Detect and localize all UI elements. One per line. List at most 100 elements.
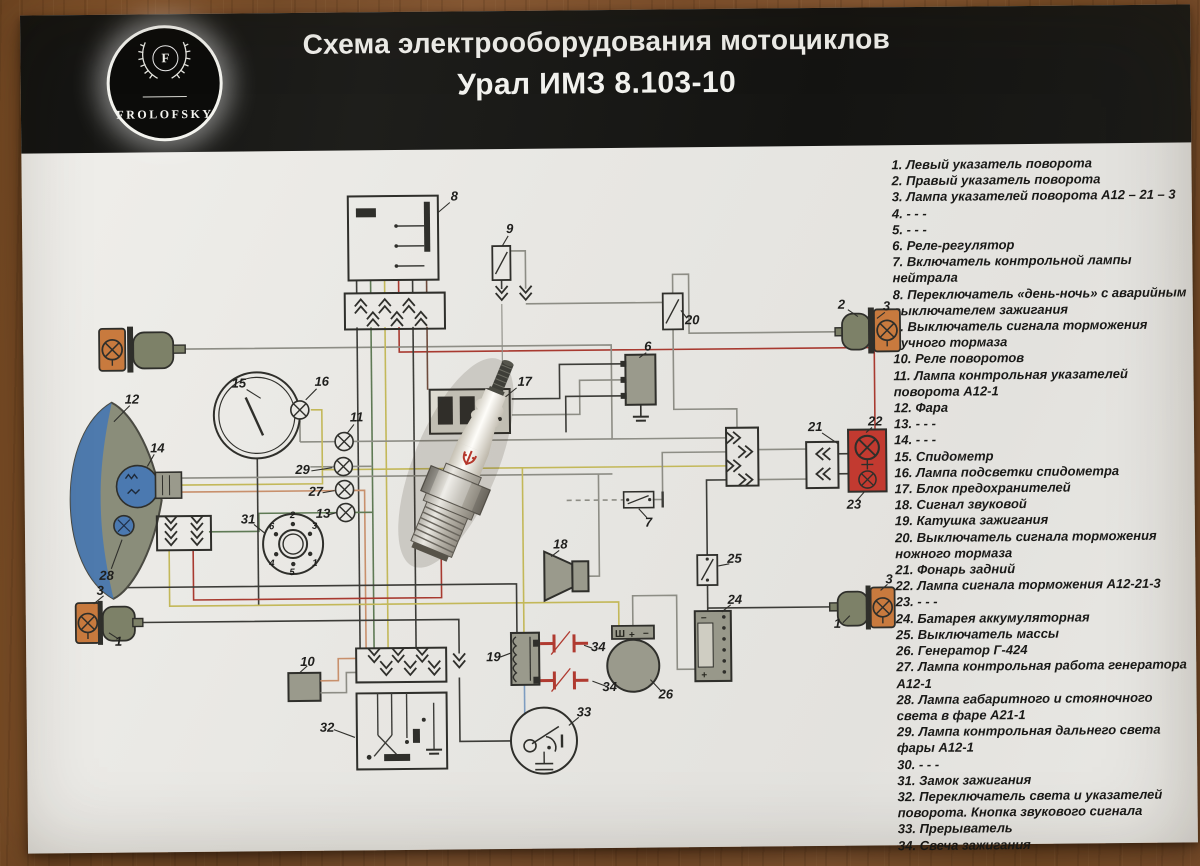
spark-plug-photo — [398, 358, 514, 568]
label-8: 8 — [451, 188, 459, 203]
wiring-diagram: Ш + − − + — [69, 188, 902, 775]
relay-regulator — [620, 353, 657, 422]
label-17: 17 — [517, 374, 532, 389]
label-3-rear-right: 3 — [885, 571, 893, 586]
battery: − + — [693, 609, 733, 683]
connector-block-center — [724, 426, 760, 487]
wire-harness — [123, 249, 876, 743]
label-32: 32 — [320, 720, 335, 735]
neutral-lamp-switch — [622, 490, 655, 509]
connector-block-headlight — [155, 514, 213, 552]
connector-block-rear — [805, 440, 840, 490]
brand-logo: F FROLOFSKY — [106, 24, 224, 142]
label-3-rear-left: 3 — [96, 583, 104, 598]
legend-item: 7. Включатель контрольной лампы нейтрала — [892, 252, 1132, 286]
light-switch-box — [355, 691, 449, 771]
label-31: 31 — [241, 511, 256, 526]
rear-lamp-unit — [847, 428, 888, 493]
ignition-terminal-4: 4 — [268, 558, 275, 569]
ignition-coil — [509, 631, 541, 686]
label-29: 29 — [294, 462, 310, 477]
label-16: 16 — [314, 374, 329, 389]
headlight-bulb — [115, 464, 160, 509]
spark-plug-logo — [462, 450, 478, 466]
legend-item: 28. Лампа габаритного и стояночного свет… — [896, 689, 1153, 724]
ignition-terminal-1: 1 — [312, 558, 317, 569]
logo-brand-text: FROLOFSKY — [116, 106, 214, 122]
ignition-terminal-2: 2 — [289, 510, 296, 521]
battery-minus: − — [701, 613, 707, 624]
label-leaders — [93, 202, 888, 738]
legend-item: 11. Лампа контрольная указателей поворот… — [893, 365, 1128, 400]
legend-item: 29. Лампа контрольная дальнего света фар… — [896, 721, 1161, 756]
label-19: 19 — [486, 649, 501, 664]
label-24: 24 — [727, 592, 743, 607]
label-26: 26 — [657, 686, 673, 701]
battery-plus: + — [701, 670, 707, 681]
day-night-switch — [346, 194, 440, 282]
label-13: 13 — [316, 506, 331, 521]
label-9: 9 — [506, 221, 514, 236]
poster-title: Схема электрооборудования мотоциклов Ура… — [216, 22, 977, 104]
speedometer-gauge — [212, 371, 310, 460]
label-28: 28 — [98, 568, 114, 583]
label-27: 27 — [308, 484, 324, 499]
generator-terminal-minus: − — [643, 629, 649, 640]
label-34-bottom: 34 — [602, 679, 617, 694]
label-1-rear-right: 1 — [834, 616, 841, 631]
label-11: 11 — [350, 409, 364, 424]
headlight — [69, 401, 183, 600]
logo-initial: F — [152, 45, 179, 72]
hand-brake-stop-switch — [491, 245, 533, 301]
connector-block-top — [343, 291, 447, 331]
generator-terminal-sh: Ш — [615, 629, 625, 640]
label-21: 21 — [807, 419, 823, 434]
generator-terminal-plus: + — [629, 630, 635, 641]
label-10: 10 — [300, 654, 315, 669]
label-7: 7 — [645, 515, 653, 530]
foot-brake-stop-switch — [661, 292, 684, 331]
label-3-front-right: 3 — [883, 298, 891, 313]
label-33: 33 — [577, 704, 592, 719]
label-18: 18 — [553, 536, 568, 551]
diagram-labels: 8 9 20 2 3 6 15 16 11 29 27 13 12 14 28 … — [96, 188, 893, 735]
breaker — [509, 706, 578, 775]
label-15: 15 — [231, 375, 246, 390]
label-1-rear-left: 1 — [115, 634, 122, 649]
logo-divider — [142, 96, 187, 98]
legend-item: 32. Переключатель света и указателей пов… — [897, 786, 1163, 821]
turn-signal-rear-right — [828, 585, 896, 630]
connector-block-bottom — [355, 646, 467, 684]
turn-relay — [287, 657, 357, 703]
turn-signal-front-left — [98, 326, 186, 373]
legend-item: 27. Лампа контрольная работа генератора … — [896, 656, 1187, 691]
ignition-terminal-6: 6 — [269, 521, 275, 532]
label-34-top: 34 — [591, 639, 606, 654]
label-6: 6 — [644, 339, 652, 354]
horn — [543, 550, 590, 603]
poster: F FROLOFSKY Схема электрооборудования мо… — [20, 4, 1198, 854]
title-line-1: Схема электрооборудования мотоциклов — [302, 23, 891, 60]
label-14: 14 — [150, 440, 165, 455]
legend-item: 34. Свеча зажигания — [897, 836, 1031, 853]
turn-signal-rear-left — [74, 600, 144, 645]
title-line-2: Урал ИМЗ 8.103-10 — [457, 65, 737, 102]
spark-plug-symbols — [540, 630, 589, 692]
ground-switch — [696, 554, 719, 587]
ignition-terminal-5: 5 — [289, 567, 295, 578]
legend-item: 20. Выключатель сигнала торможения ножно… — [894, 527, 1157, 562]
label-25: 25 — [726, 551, 742, 566]
label-12: 12 — [125, 392, 140, 407]
header-band: F FROLOFSKY Схема электрооборудования мо… — [20, 4, 1192, 154]
ignition-terminal-3: 3 — [312, 521, 318, 532]
label-23: 23 — [846, 497, 862, 512]
legend-item: 8. Переключатель «день-ночь» с аварийным… — [892, 284, 1187, 319]
generator: Ш + − — [606, 624, 661, 693]
label-20: 20 — [684, 312, 700, 327]
laurel-wreath-icon — [138, 41, 191, 79]
turn-signal-front-right — [834, 307, 902, 354]
ignition-lock — [262, 513, 325, 576]
legend-item: 9. Выключатель сигнала торможения ручног… — [892, 316, 1148, 351]
